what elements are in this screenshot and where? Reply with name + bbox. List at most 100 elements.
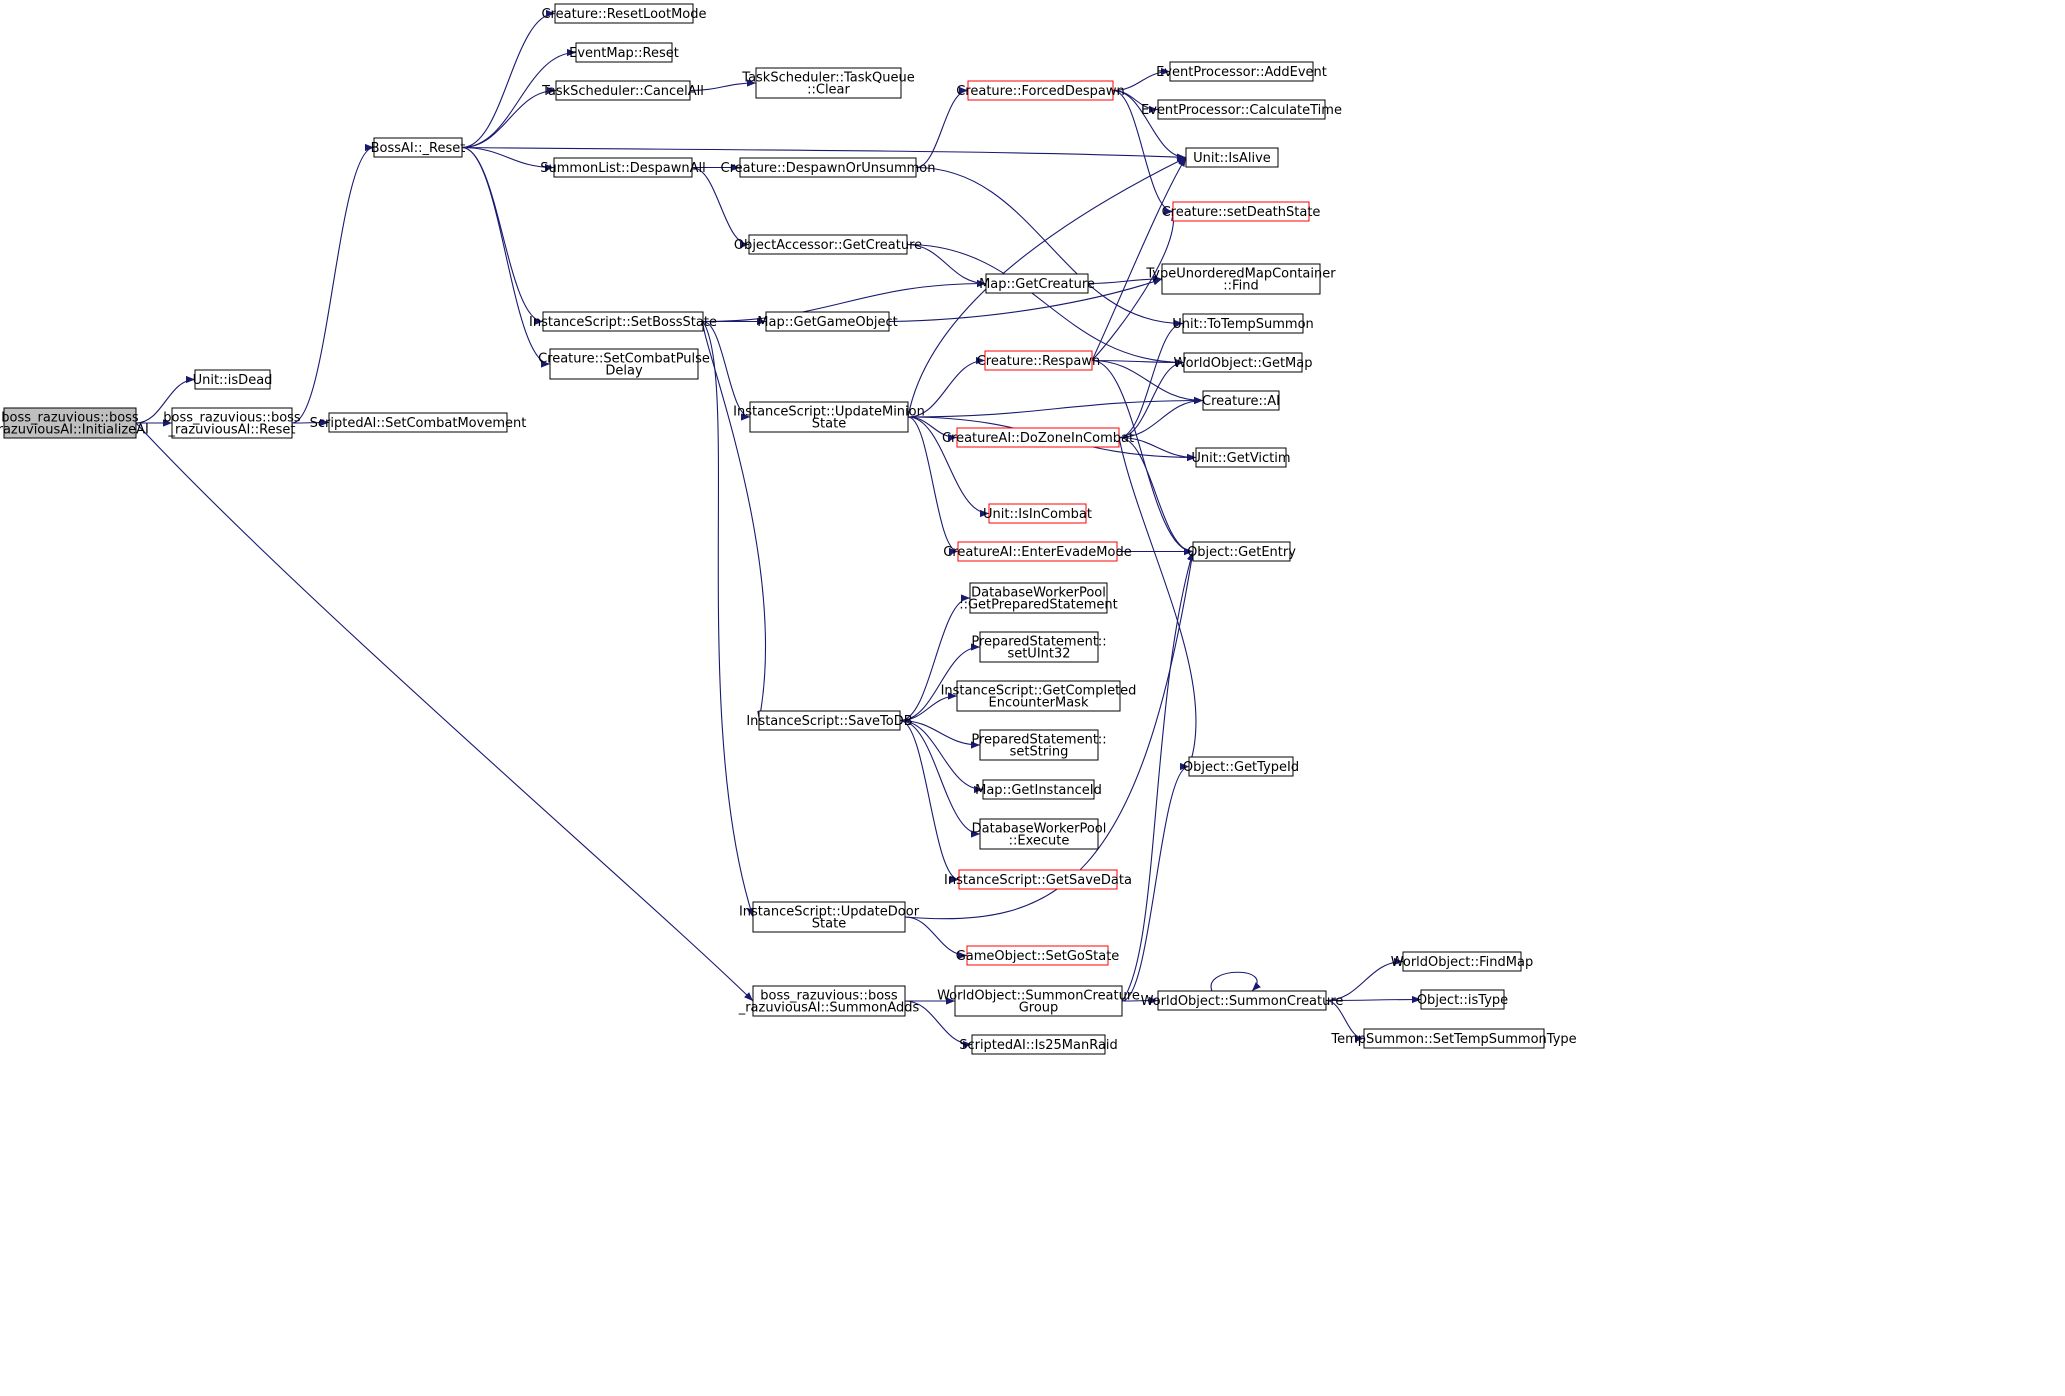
- node-label: _razuviousAI::Reset: [168, 423, 296, 438]
- node-bossReset[interactable]: boss_razuvious::boss_razuviousAI::Reset: [163, 407, 301, 439]
- node-root[interactable]: boss_razuvious::boss_razuviousAI::Initia…: [0, 407, 149, 439]
- node-label: Group: [1019, 1001, 1059, 1016]
- edge-respawn-to-getMap: [1091, 358, 1185, 367]
- node-box: [755, 67, 902, 99]
- node-label: State: [812, 917, 846, 932]
- node-taskQueueClear[interactable]: TaskScheduler::TaskQueue::Clear: [741, 67, 915, 99]
- node-box: [1161, 263, 1321, 295]
- node-box: [982, 779, 1095, 800]
- node-dbExecute[interactable]: DatabaseWorkerPool::Execute: [972, 818, 1107, 850]
- node-box: [328, 412, 508, 433]
- node-getMap[interactable]: WorldObject::GetMap: [1174, 352, 1313, 373]
- node-getCreatureOA[interactable]: ObjectAccessor::GetCreature: [734, 234, 922, 255]
- edge-summonCreatureGroup-to-getTypeId: [1121, 762, 1190, 1002]
- node-is25ManRaid[interactable]: ScriptedAI::Is25ManRaid: [959, 1034, 1118, 1055]
- node-isAlive[interactable]: Unit::IsAlive: [1185, 147, 1279, 168]
- edge-bossAIReset-to-setCombatPulseDelay: [461, 146, 551, 368]
- node-forcedDespawn[interactable]: Creature::ForcedDespawn: [956, 80, 1125, 101]
- node-label: GameObject::SetGoState: [956, 949, 1120, 964]
- node-label: TypeUnorderedMapContainer: [1145, 267, 1336, 282]
- node-label: Creature::DespawnOrUnsummon: [721, 161, 936, 176]
- node-isDead[interactable]: Unit::isDead: [193, 369, 273, 390]
- edge-saveToDB-to-getCompletedMask: [899, 692, 958, 722]
- node-box: [739, 157, 917, 178]
- node-getEntry[interactable]: Object::GetEntry: [1187, 541, 1296, 562]
- node-label: Delay: [605, 364, 643, 379]
- node-getPreparedStatement[interactable]: DatabaseWorkerPool::GetPreparedStatement: [959, 582, 1118, 614]
- node-box: [752, 901, 906, 933]
- node-setTempSummonType[interactable]: TempSummon::SetTempSummonType: [1330, 1028, 1577, 1049]
- edge-setBossState-to-saveToDB: [702, 321, 767, 721]
- node-setGoState[interactable]: GameObject::SetGoState: [956, 945, 1120, 966]
- node-cancelAll[interactable]: TaskScheduler::CancelAll: [541, 80, 704, 101]
- node-toTempSummon[interactable]: Unit::ToTempSummon: [1172, 313, 1314, 334]
- node-setCombatMovement[interactable]: ScriptedAI::SetCombatMovement: [310, 412, 527, 433]
- node-label: WorldObject::SummonCreature: [1141, 994, 1344, 1009]
- edge-saveToDB-to-setString: [899, 719, 981, 749]
- node-getCompletedMask[interactable]: InstanceScript::GetCompletedEncounterMas…: [941, 680, 1137, 712]
- node-box: [1420, 989, 1505, 1010]
- node-saveToDB[interactable]: InstanceScript::SaveToDB: [746, 710, 913, 731]
- node-label: Unit::IsAlive: [1193, 151, 1271, 166]
- node-label: EventProcessor::AddEvent: [1156, 65, 1327, 80]
- node-typeFind[interactable]: TypeUnorderedMapContainer::Find: [1145, 263, 1336, 295]
- node-label: ::Clear: [807, 83, 850, 98]
- edge-bossAIReset-to-setBossState: [461, 146, 544, 326]
- edge-despawnOrUnsummon-to-forcedDespawn: [915, 86, 969, 169]
- node-mapGetCreature[interactable]: Map::GetCreature: [979, 273, 1095, 294]
- node-respawn[interactable]: Creature::Respawn: [977, 350, 1101, 371]
- node-label: Unit::IsInCombat: [983, 507, 1092, 522]
- edge-summonCreature-to-setTempSummonType: [1325, 999, 1365, 1043]
- edge-updateDoorState-to-getEntry: [904, 551, 1196, 920]
- node-summonCreature[interactable]: WorldObject::SummonCreature: [1141, 990, 1344, 1011]
- node-isInCombat[interactable]: Unit::IsInCombat: [983, 503, 1092, 524]
- node-mapGetGameObject[interactable]: Map::GetGameObject: [757, 311, 898, 332]
- node-despawnOrUnsummon[interactable]: Creature::DespawnOrUnsummon: [721, 157, 936, 178]
- node-box: [3, 407, 137, 439]
- edge-root-to-summonAdds: [135, 422, 754, 1002]
- node-findMap[interactable]: WorldObject::FindMap: [1391, 951, 1533, 972]
- node-label: InstanceScript::GetSaveData: [944, 873, 1132, 888]
- node-label: ::GetPreparedStatement: [959, 598, 1118, 613]
- node-summonAdds[interactable]: boss_razuvious::boss_razuviousAI::Summon…: [738, 985, 920, 1017]
- node-label: Object::GetTypeId: [1183, 760, 1299, 775]
- node-isType[interactable]: Object::isType: [1417, 989, 1508, 1010]
- node-getTypeId[interactable]: Object::GetTypeId: [1183, 756, 1299, 777]
- node-eventMapReset[interactable]: EventMap::Reset: [569, 42, 679, 63]
- node-setBossState[interactable]: InstanceScript::SetBossState: [529, 311, 717, 332]
- node-enterEvadeMode[interactable]: CreatureAI::EnterEvadeMode: [943, 541, 1132, 562]
- node-getSaveData[interactable]: InstanceScript::GetSaveData: [944, 869, 1132, 890]
- node-setString[interactable]: PreparedStatement::setString: [971, 729, 1107, 761]
- node-creatureAI[interactable]: Creature::AI: [1202, 390, 1280, 411]
- node-addEvent[interactable]: EventProcessor::AddEvent: [1156, 61, 1327, 82]
- node-setUInt32[interactable]: PreparedStatement::setUInt32: [971, 631, 1107, 663]
- node-box: [1192, 541, 1291, 562]
- node-label: PreparedStatement::: [971, 733, 1106, 748]
- node-box: [1185, 147, 1279, 168]
- edge-respawn-to-setDeathState: [1091, 211, 1179, 361]
- node-box: [1169, 61, 1314, 82]
- node-box: [979, 631, 1099, 663]
- node-label: Unit::ToTempSummon: [1172, 317, 1314, 332]
- node-box: [979, 729, 1099, 761]
- node-box: [1183, 352, 1303, 373]
- node-box: [1402, 951, 1522, 972]
- node-calculateTime[interactable]: EventProcessor::CalculateTime: [1141, 99, 1342, 120]
- node-despawnAll[interactable]: SummonList::DespawnAll: [540, 157, 706, 178]
- node-box: [956, 427, 1120, 448]
- node-doZoneInCombat[interactable]: CreatureAI::DoZoneInCombat: [942, 427, 1134, 448]
- node-getVictim[interactable]: Unit::GetVictim: [1191, 447, 1291, 468]
- node-getInstanceId[interactable]: Map::GetInstanceId: [975, 779, 1102, 800]
- edge-mapGetGameObject-to-typeFind: [888, 278, 1163, 323]
- node-bossAIReset[interactable]: BossAI::_Reset: [371, 137, 466, 158]
- node-box: [542, 311, 704, 332]
- node-setDeathState[interactable]: Creature::setDeathState: [1162, 201, 1321, 222]
- edge-bossAIReset-to-despawnAll: [461, 146, 555, 172]
- node-resetLootMode[interactable]: Creature::ResetLootMode: [541, 3, 707, 24]
- node-label: Unit::GetVictim: [1191, 451, 1290, 466]
- edge-doZoneInCombat-to-creatureAI: [1118, 396, 1204, 439]
